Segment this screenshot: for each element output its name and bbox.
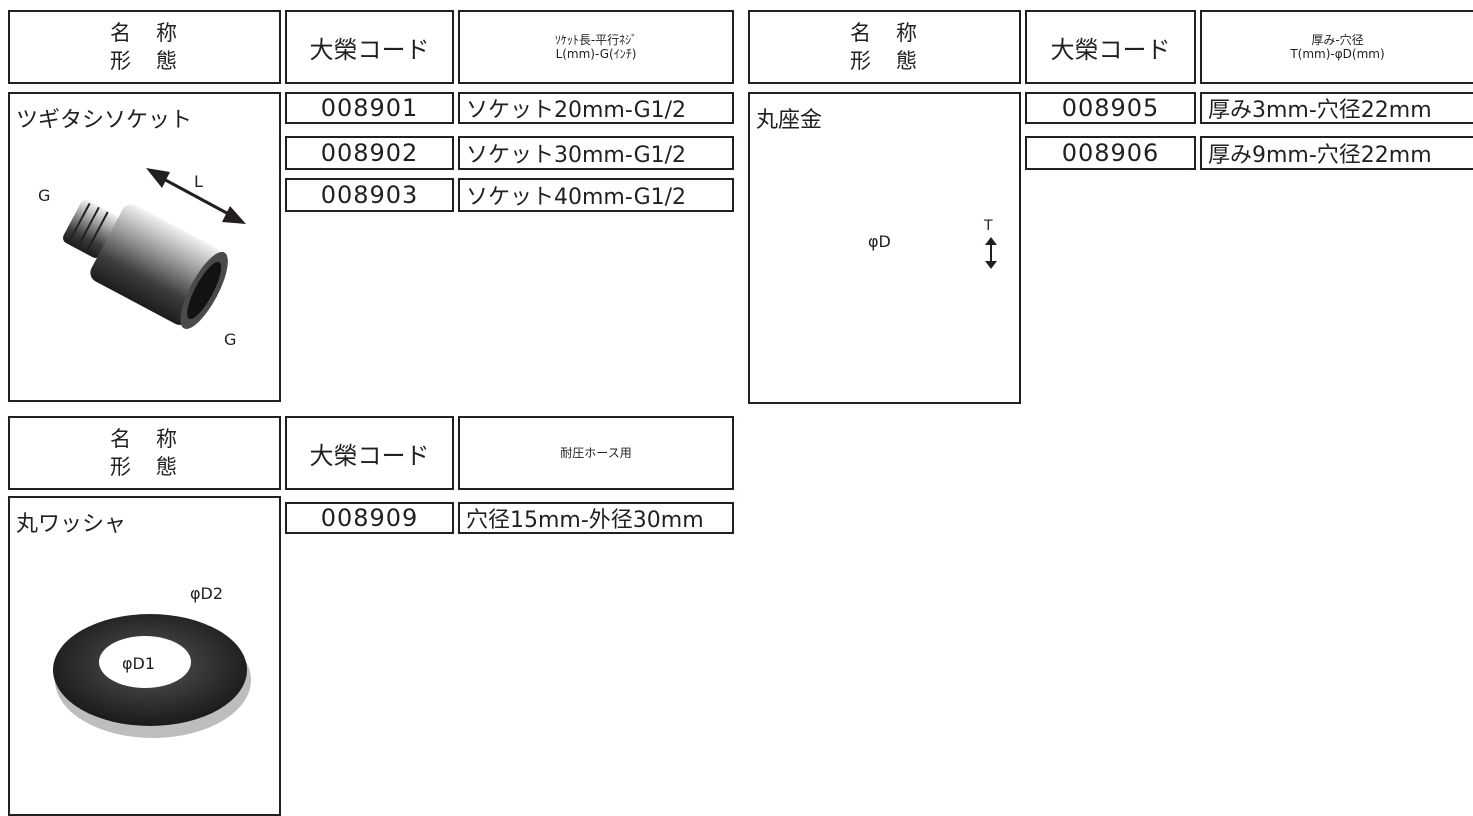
spec-cell-008906: 厚み9mm-穴径22mm <box>1200 136 1473 170</box>
dimension-arrow-icon <box>146 168 246 224</box>
label-outer-diameter: φD2 <box>190 584 224 603</box>
label-g-bottom: G <box>224 330 237 349</box>
spec-cell-008901: ソケット20mm-G1/2 <box>458 92 734 124</box>
name-header-line1: 名 称 <box>110 427 179 451</box>
socket-fitting-image <box>63 168 246 329</box>
code-cell-008905: 008905 <box>1025 92 1196 124</box>
spec-header-line2: L(mm)-G(ｲﾝﾁ) <box>555 47 637 61</box>
code-cell-008902: 008902 <box>285 136 454 170</box>
spec-header-line1: 厚み-穴径 <box>1311 33 1364 47</box>
spec-cell-008905: 厚み3mm-穴径22mm <box>1200 92 1473 124</box>
product-name: 丸ワッシャ <box>16 512 127 537</box>
plate-name-header: 名 称 形 態 <box>748 10 1021 84</box>
spec-header-line2: T(mm)-φD(mm) <box>1290 47 1385 61</box>
code-cell-008903: 008903 <box>285 178 454 212</box>
label-diameter: φD <box>868 232 891 251</box>
washer-product-cell: 丸ワッシャ φD2 φD1 <box>8 496 281 816</box>
code-cell-008909: 008909 <box>285 502 454 534</box>
thickness-arrow-icon <box>985 237 997 269</box>
name-header-line1: 名 称 <box>850 21 919 45</box>
label-g-top: G <box>38 186 51 205</box>
washer-code-header: 大榮コード <box>285 416 454 490</box>
plate-spec-header: 厚み-穴径 T(mm)-φD(mm) <box>1200 10 1473 84</box>
name-header-line2: 形 態 <box>110 49 179 73</box>
product-name: ツギタシソケット <box>16 108 193 133</box>
socket-spec-header: ｿｹｯﾄ長-平行ﾈｼﾞ L(mm)-G(ｲﾝﾁ) <box>458 10 734 84</box>
socket-code-header: 大榮コード <box>285 10 454 84</box>
socket-name-header: 名 称 形 態 <box>8 10 281 84</box>
name-header-line1: 名 称 <box>110 21 179 45</box>
plate-code-header: 大榮コード <box>1025 10 1196 84</box>
code-cell-008901: 008901 <box>285 92 454 124</box>
spec-header-line1: ｿｹｯﾄ長-平行ﾈｼﾞ <box>554 33 638 47</box>
washer-name-header: 名 称 形 態 <box>8 416 281 490</box>
code-cell-008906: 008906 <box>1025 136 1196 170</box>
label-l: L <box>194 172 203 191</box>
socket-product-cell: ツギタシソケット G L G <box>8 92 281 402</box>
spec-cell-008903: ソケット40mm-G1/2 <box>458 178 734 212</box>
name-header-line2: 形 態 <box>850 49 919 73</box>
spec-cell-008902: ソケット30mm-G1/2 <box>458 136 734 170</box>
label-thickness: T <box>984 218 993 234</box>
spec-cell-008909: 穴径15mm-外径30mm <box>458 502 734 534</box>
label-inner-diameter: φD1 <box>122 654 156 673</box>
product-name: 丸座金 <box>756 108 823 133</box>
round-washer-image <box>53 614 251 738</box>
plate-product-cell: 丸座金 φD T <box>748 92 1021 404</box>
name-header-line2: 形 態 <box>110 455 179 479</box>
washer-spec-header: 耐圧ホース用 <box>458 416 734 490</box>
